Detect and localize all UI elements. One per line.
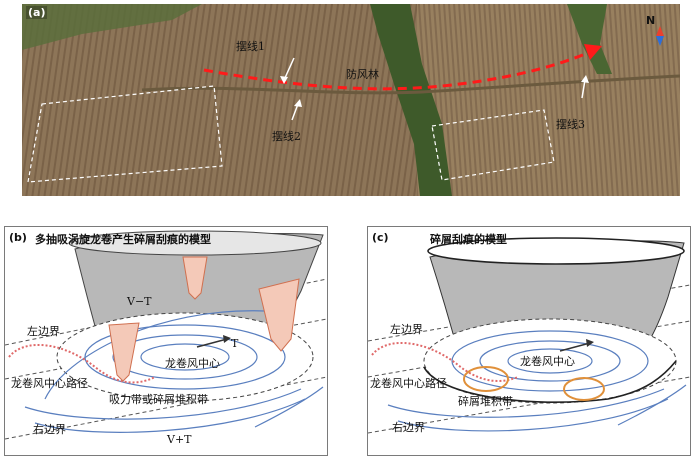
arrow-line3 (581, 79, 586, 99)
funnel-top (68, 230, 322, 256)
label-right-boundary: 右边界 (392, 421, 425, 434)
compass-north-icon (656, 26, 664, 36)
funnel-top (427, 237, 685, 265)
compass-south-icon (656, 36, 664, 46)
debris-ring-right (563, 377, 605, 401)
study-area-left (27, 85, 223, 183)
arrow-line2 (291, 103, 299, 121)
panel-c: (c) 碎屑刮痕的模型 左边界 龙卷风中心路径 龙卷风中心 碎屑堆积带 右边界 (367, 226, 691, 456)
streamlines (24, 310, 324, 433)
label-line3: 摆线3 (556, 118, 585, 131)
label-tornado-center: 龙卷风中心 (520, 355, 575, 368)
arrow-line1 (283, 57, 295, 81)
label-line1: 摆线1 (236, 40, 265, 53)
panel-c-graphic (368, 237, 690, 434)
panel-b-label: (b) (9, 231, 27, 244)
panel-c-title: 碎屑刮痕的模型 (430, 233, 507, 246)
streamlines (387, 330, 687, 432)
right-boundary-line (368, 376, 690, 434)
label-tornado-center: 龙卷风中心 (165, 357, 220, 370)
compass-label: N (646, 14, 656, 27)
translation-arrow (559, 342, 591, 352)
label-right-boundary: 右边界 (33, 423, 66, 436)
ground-rim (423, 360, 677, 403)
aerial-photo: (a) N 摆线1 摆线2 摆线3 防风林 (22, 4, 680, 196)
translation-arrow (196, 338, 228, 348)
label-v-minus-t: V−T (127, 295, 152, 308)
vegetation-patch (22, 4, 202, 50)
panel-b: (b) 多抽吸涡旋龙卷产生碎屑刮痕的模型 V−T 左边界 龙卷风中心路径 T 龙… (4, 226, 328, 456)
study-area-right (431, 109, 555, 181)
aerial-photo-graphic (22, 4, 680, 196)
debris-trail (8, 344, 156, 384)
panel-c-label: (c) (372, 231, 389, 244)
forest-strip (370, 4, 452, 196)
debris-ring-left (463, 366, 509, 392)
label-debris-band: 碎屑堆积带 (458, 395, 513, 408)
suction-vortices (108, 256, 300, 382)
label-left-boundary: 左边界 (27, 325, 60, 338)
label-t: T (231, 337, 239, 350)
label-center-path: 龙卷风中心路径 (11, 377, 88, 390)
label-left-boundary: 左边界 (390, 323, 423, 336)
label-line2: 摆线2 (272, 130, 301, 143)
tornado-track-arrowhead (584, 44, 602, 60)
label-v-plus-t: V+T (167, 433, 192, 446)
field-right (417, 4, 680, 196)
panel-b-graphic (5, 230, 327, 440)
forest-strip-right (567, 4, 612, 74)
panel-b-title: 多抽吸涡旋龙卷产生碎屑刮痕的模型 (35, 233, 211, 246)
label-shelterbelt: 防风林 (346, 68, 379, 81)
panel-a-label: (a) (26, 6, 48, 19)
label-center-path: 龙卷风中心路径 (370, 377, 447, 390)
tornado-track (203, 50, 591, 91)
label-suction-band: 吸力带或碎屑堆积带 (109, 393, 208, 406)
debris-trail (371, 342, 519, 382)
